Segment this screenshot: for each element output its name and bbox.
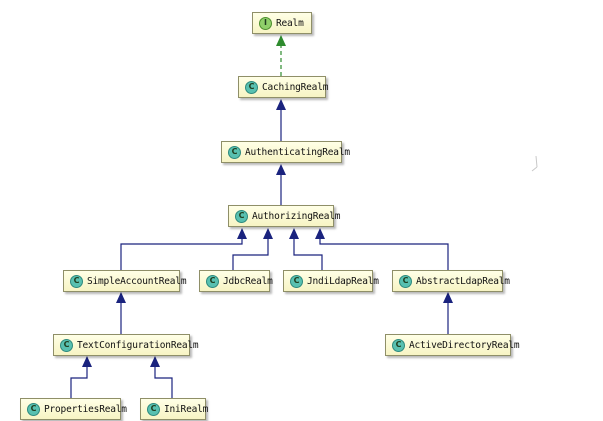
- edge-extends-active-directory-abstract-ldap: [443, 292, 453, 334]
- node-ini-realm[interactable]: C IniRealm: [140, 398, 209, 420]
- node-jndi-ldap-realm[interactable]: C JndiLdapRealm: [283, 270, 379, 292]
- node-abstract-ldap-realm[interactable]: C AbstractLdapRealm: [392, 270, 510, 292]
- class-icon: C: [399, 274, 412, 288]
- node-realm[interactable]: I Realm: [252, 12, 312, 34]
- node-text-configuration-realm[interactable]: C TextConfigurationRealm: [53, 334, 199, 356]
- node-simple-account-realm[interactable]: C SimpleAccountRealm: [63, 270, 187, 292]
- class-icon: C: [245, 80, 258, 94]
- edge-extends-authenticating-caching: [276, 99, 286, 141]
- node-label: AbstractLdapRealm: [416, 275, 510, 287]
- node-authenticating-realm[interactable]: C AuthenticatingRealm: [221, 141, 350, 163]
- class-icon: C: [206, 274, 219, 288]
- class-icon: C: [235, 209, 248, 223]
- edge-extends-text-configuration-simple-account: [116, 292, 126, 334]
- edge-extends-abstract-ldap-authorizing: [315, 228, 449, 270]
- node-label: Realm: [276, 17, 304, 29]
- edge-extends-simple-account-authorizing: [120, 228, 247, 270]
- node-properties-realm[interactable]: C PropertiesRealm: [20, 398, 127, 420]
- node-label: SimpleAccountRealm: [87, 275, 187, 287]
- class-icon: C: [27, 402, 40, 416]
- node-label: ActiveDirectoryRealm: [409, 339, 520, 351]
- node-label: TextConfigurationRealm: [77, 339, 199, 351]
- node-label: AuthenticatingRealm: [245, 146, 350, 158]
- node-jdbc-realm[interactable]: C JdbcRealm: [199, 270, 273, 292]
- edge-extends-jndi-ldap-authorizing: [289, 228, 323, 270]
- class-icon: C: [290, 274, 303, 288]
- node-active-directory-realm[interactable]: C ActiveDirectoryRealm: [385, 334, 520, 356]
- interface-icon: I: [259, 16, 272, 30]
- class-icon: C: [70, 274, 83, 288]
- node-label: AuthorizingRealm: [252, 210, 341, 222]
- node-label: JdbcRealm: [223, 275, 273, 287]
- node-label: PropertiesRealm: [44, 403, 127, 415]
- pen-stroke-mark: [531, 155, 538, 172]
- class-icon: C: [147, 402, 160, 416]
- edge-implements-caching-realm: [276, 35, 286, 76]
- node-caching-realm[interactable]: C CachingRealm: [238, 76, 329, 98]
- class-icon: C: [60, 338, 73, 352]
- node-authorizing-realm[interactable]: C AuthorizingRealm: [228, 205, 341, 227]
- class-icon: C: [392, 338, 405, 352]
- node-label: JndiLdapRealm: [307, 275, 379, 287]
- edge-extends-authorizing-authenticating: [276, 164, 286, 205]
- node-label: IniRealm: [164, 403, 209, 415]
- node-label: CachingRealm: [262, 81, 329, 93]
- class-icon: C: [228, 145, 241, 159]
- edge-extends-ini-text-configuration: [150, 356, 173, 398]
- edge-extends-properties-text-configuration: [70, 356, 92, 398]
- edge-extends-jdbc-authorizing: [232, 228, 273, 270]
